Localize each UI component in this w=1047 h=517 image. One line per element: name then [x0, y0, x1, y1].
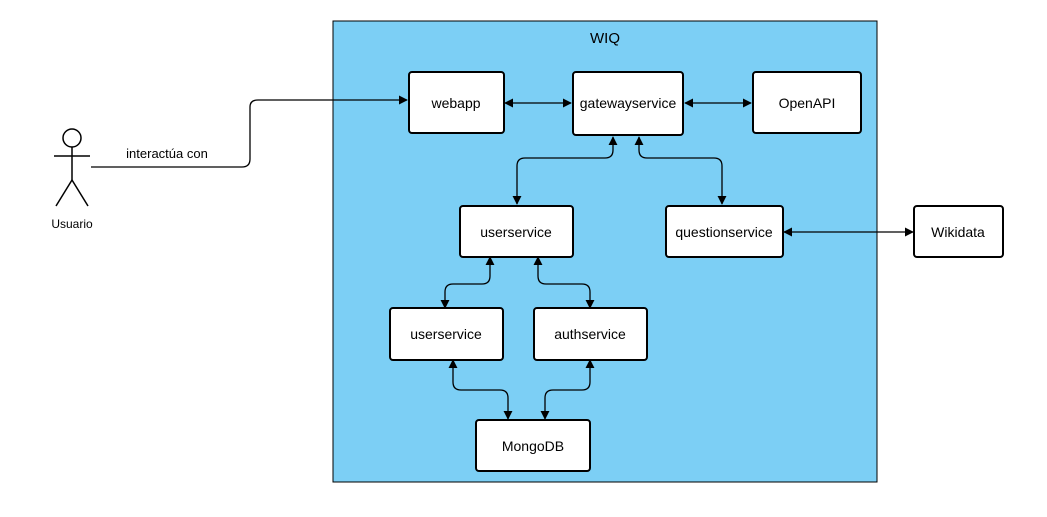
actor-head [62, 128, 82, 148]
edge-userservice2-mongodb [448, 359, 513, 420]
actor-label: Usuario [51, 217, 93, 231]
node-webapp-label: webapp [430, 95, 480, 111]
node-mongodb: MongoDB [475, 419, 591, 472]
node-gatewayservice: gatewayservice [572, 71, 684, 136]
actor-left-leg [55, 179, 73, 207]
node-userservice-top-label: userservice [480, 224, 552, 240]
edge-gateway-questionservice [634, 136, 727, 205]
edge-authservice-mongodb [540, 359, 595, 420]
edge-label-interactua: interactúa con [126, 146, 208, 161]
edge-userservice-userservice2 [440, 256, 495, 309]
node-wikidata: Wikidata [913, 205, 1004, 258]
node-gateway-label: gatewayservice [580, 95, 677, 111]
actor-usuario [54, 128, 90, 207]
node-wikidata-label: Wikidata [931, 224, 985, 240]
node-userservice-bottom-label: userservice [410, 326, 482, 342]
node-openapi-label: OpenAPI [779, 95, 836, 111]
edge-userservice-authservice [533, 256, 595, 309]
edge-gateway-userservice [512, 136, 618, 205]
node-webapp: webapp [408, 71, 505, 134]
node-authservice: authservice [533, 307, 648, 361]
node-authservice-label: authservice [554, 326, 626, 342]
node-questionservice-label: questionservice [675, 224, 772, 240]
node-mongodb-label: MongoDB [502, 438, 564, 454]
container-title: WIQ [590, 30, 620, 47]
node-questionservice: questionservice [665, 205, 784, 258]
node-userservice-bottom: userservice [389, 307, 504, 361]
edges [91, 95, 914, 420]
edge-usuario-webapp [91, 95, 408, 168]
node-openapi: OpenAPI [752, 71, 862, 134]
actor-right-leg [71, 179, 89, 207]
node-userservice-top: userservice [459, 205, 574, 258]
